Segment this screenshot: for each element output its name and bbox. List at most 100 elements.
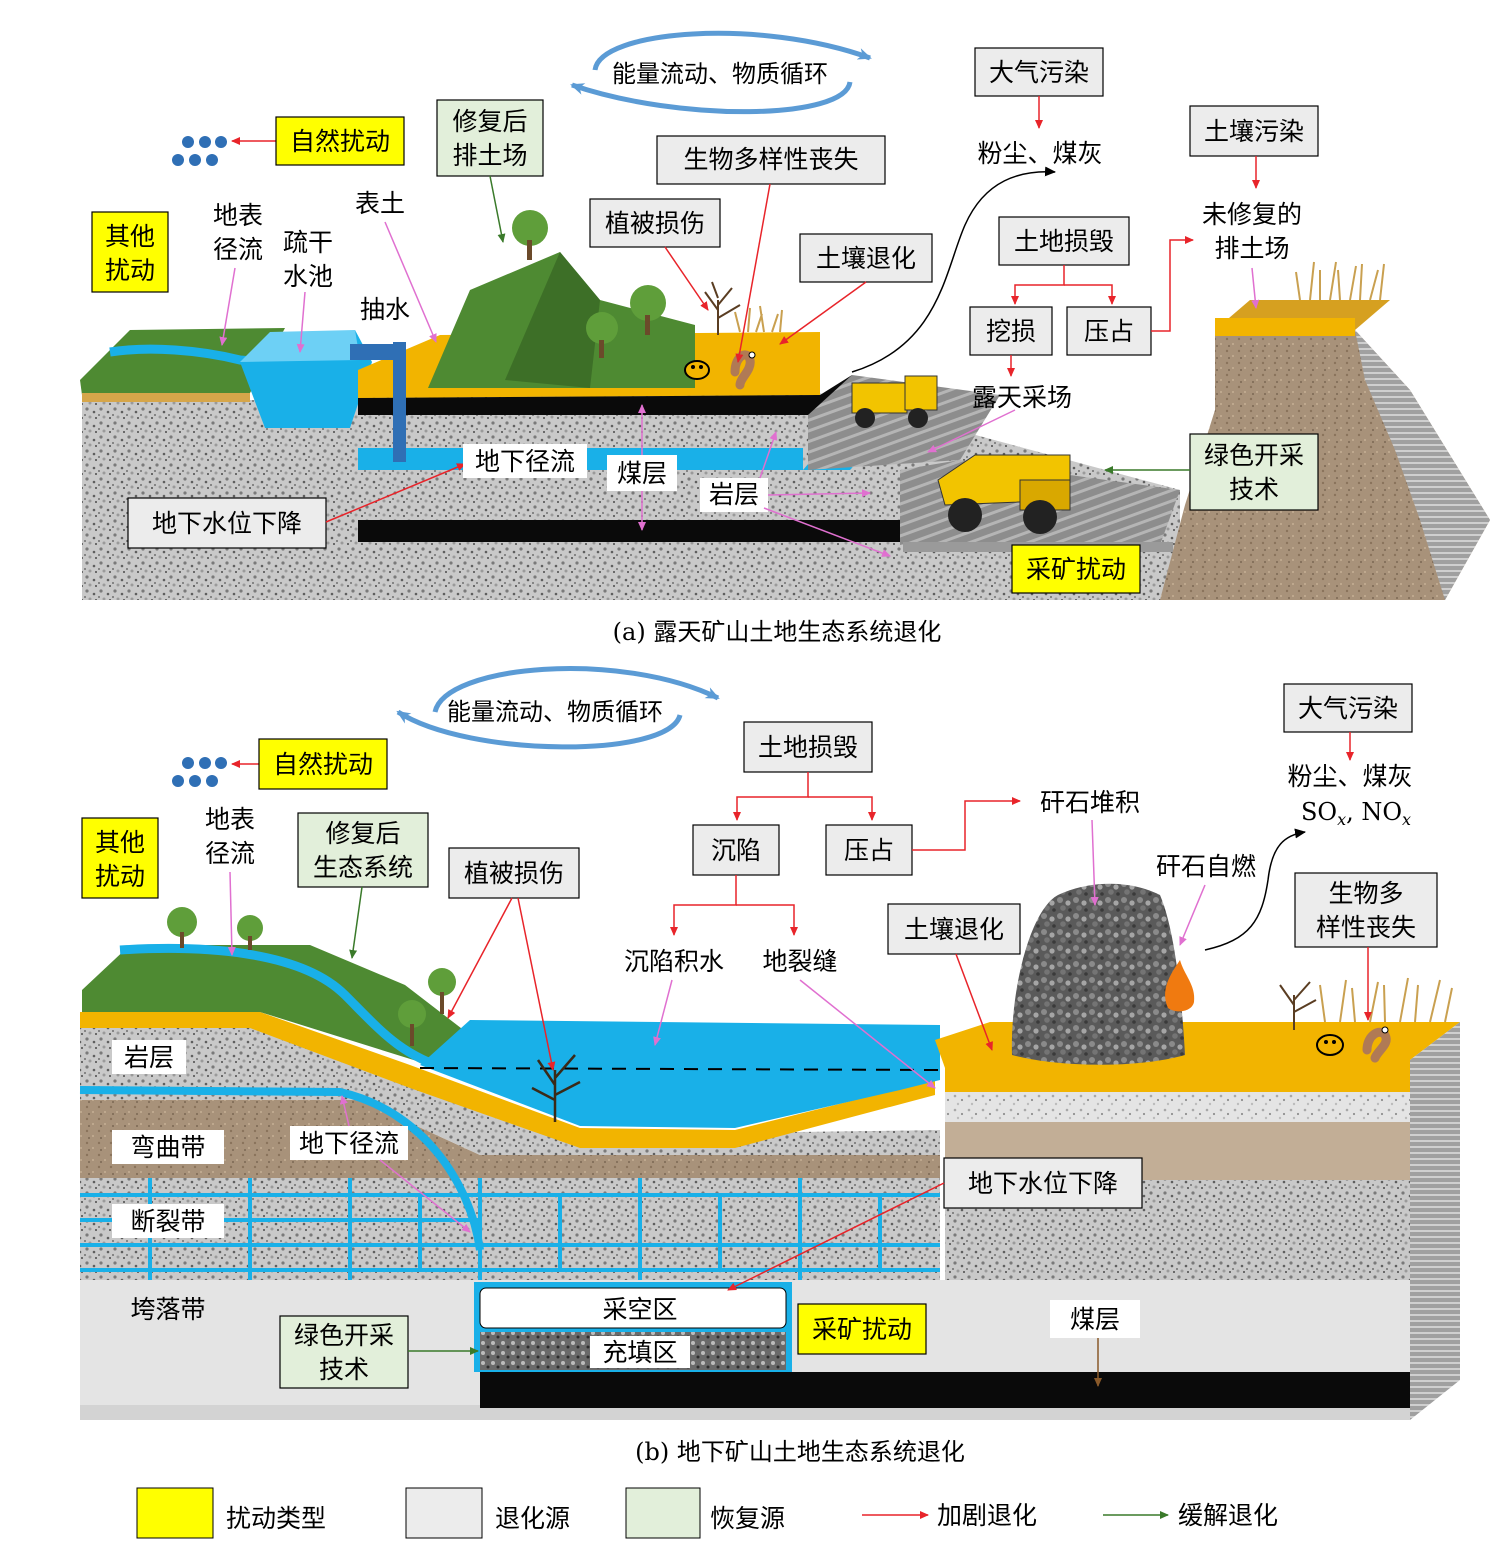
b-air-pollution-label: 大气污染: [1298, 694, 1398, 723]
b-rain-icon: [172, 757, 227, 787]
a-underground-runoff-label: 地下径流: [475, 447, 575, 476]
a-vegetation-damage-label: 植被损伤: [605, 209, 705, 238]
b-ground-fissure-label: 地裂缝: [762, 947, 837, 976]
b-restored-ecosystem-label-line-1: 修复后: [325, 819, 400, 848]
a-green-mining-label-line-2: 技术: [1229, 475, 1279, 504]
a-other-disturbance-label-line-1: 其他: [105, 222, 155, 251]
b-natural-disturbance-label: 自然扰动: [273, 750, 373, 779]
b-gangue-pile-label: 矸石堆积: [1040, 788, 1140, 817]
b-veg-pointer-1: [448, 898, 512, 1018]
b-occupation-pointer: [912, 801, 1020, 850]
a-restored-dump-label-line-1: 修复后: [452, 107, 527, 136]
a-surface-runoff-label-line-2: 径流: [213, 235, 263, 264]
a-pump-pipe-horizontal: [350, 344, 406, 360]
b-surface-runoff-label: 地表径流: [205, 805, 255, 868]
b-dust-ash-label: 粉尘、煤灰: [1287, 762, 1412, 791]
a-unrestored-dump-label-line-2: 排土场: [1214, 234, 1289, 263]
legend-mitigate-label: 缓解退化: [1178, 1501, 1278, 1530]
a-topsoil-strip-left: [82, 393, 250, 402]
a-topsoil-pointer: [385, 222, 436, 342]
b-subsidence-label: 沉陷: [711, 836, 761, 865]
a-vegetation-pointer: [665, 247, 708, 310]
a-dump-top-front: [1215, 318, 1355, 336]
a-dry-grass-icon: [735, 306, 782, 332]
a-drainage-pond-label: 疏干水池: [283, 228, 333, 291]
a-rock-layer-label: 岩层: [709, 480, 759, 509]
b-land-branch-2: [808, 797, 872, 820]
a-cycle-label: 能量流动、物质循环: [612, 60, 828, 88]
b-restored-pointer: [352, 887, 362, 958]
b-bending-zone-label: 弯曲带: [130, 1133, 205, 1162]
b-subsidence-water-label: 沉陷积水: [624, 947, 724, 976]
a-mining-disturbance-label: 采矿扰动: [1026, 555, 1126, 584]
b-bug-icon: [1317, 1035, 1343, 1055]
b-restored-ecosystem-label-line-2: 生态系统: [313, 853, 413, 882]
a-unrestored-dump-label-line-1: 未修复的: [1202, 200, 1302, 229]
a-rain-icon: [172, 136, 227, 166]
b-biodiversity-label-line-1: 生物多: [1328, 879, 1403, 908]
legend-disturbance-swatch: [137, 1488, 213, 1538]
a-restored-pointer: [490, 176, 503, 242]
b-rock-layer-label: 岩层: [124, 1043, 174, 1072]
legend-restoration-swatch: [626, 1488, 700, 1538]
b-underground-runoff-label: 地下径流: [299, 1129, 399, 1158]
a-other-disturbance-label-line-2: 扰动: [105, 256, 155, 285]
b-subsidence-branch-1: [674, 875, 736, 935]
a-soil-pollution-label: 土壤污染: [1204, 117, 1304, 146]
legend-disturbance-label: 扰动类型: [226, 1504, 326, 1533]
a-excavation-label: 挖损: [986, 317, 1036, 346]
legend-degradation-label: 退化源: [495, 1504, 570, 1533]
b-other-disturbance-label-line-2: 扰动: [95, 862, 145, 891]
panel-b: 能量流动、物质循环 自然扰动 其他扰动 地表径流 修复后生态系统 植被损伤 土地…: [80, 669, 1460, 1466]
b-sox-nox-label: SOx, NOx: [1301, 798, 1411, 829]
b-groundwater-drop-label: 地下水位下降: [968, 1169, 1118, 1198]
b-gangue-combustion-label: 矸石自燃: [1156, 852, 1256, 881]
b-green-mining-label-line-2: 技术: [319, 1355, 369, 1384]
a-surface-runoff-label: 地表径流: [213, 201, 263, 264]
a-land-damage-branch-2: [1064, 285, 1112, 304]
b-coal-seam-layer: [480, 1372, 1410, 1408]
a-groundwater-drop-label: 地下水位下降: [152, 509, 302, 538]
b-soil-degradation-label: 土壤退化: [904, 915, 1004, 944]
b-right-side: [1410, 1022, 1460, 1420]
a-occupation-label: 压占: [1084, 317, 1134, 346]
legend: 扰动类型 退化源 恢复源 加剧退化 缓解退化: [137, 1488, 1278, 1538]
a-restored-dump-label-line-2: 排土场: [452, 141, 527, 170]
a-land-damage-label: 土地损毁: [1014, 227, 1114, 256]
b-subsidence-branch-2: [736, 905, 794, 935]
b-green-mining-label-line-1: 绿色开采: [294, 1321, 394, 1350]
b-goaf-label: 采空区: [602, 1295, 677, 1324]
b-combustion-pointer: [1180, 885, 1205, 945]
b-other-disturbance-label-line-1: 其他: [95, 828, 145, 857]
a-open-pit-label: 露天采场: [972, 383, 1072, 412]
b-vegetation-damage-label: 植被损伤: [464, 859, 564, 888]
a-air-pollution-label: 大气污染: [989, 58, 1089, 87]
a-natural-disturbance-label: 自然扰动: [290, 127, 390, 156]
a-bug-icon: [685, 361, 709, 379]
a-soil-pointer: [780, 282, 866, 344]
legend-degradation-swatch: [406, 1488, 482, 1538]
b-right-rock: [945, 1092, 1410, 1122]
a-biodiversity-label: 生物多样性丧失: [683, 145, 858, 174]
a-coal-seam: [358, 520, 903, 542]
a-caption: (a) 露天矿山土地生态系统退化: [613, 618, 942, 646]
a-unrestored-dump-label: 未修复的排土场: [1202, 200, 1302, 263]
b-surface-runoff-label-line-1: 地表: [205, 805, 255, 834]
a-occupation-pointer: [1151, 240, 1193, 331]
a-soil-degradation-label: 土壤退化: [816, 244, 916, 273]
a-dead-tree-icon: [705, 282, 740, 335]
b-biodiversity-label-line-2: 样性丧失: [1316, 913, 1416, 942]
b-gangue-pile: [1012, 884, 1185, 1065]
b-runoff-pointer: [230, 872, 232, 955]
b-cycle-label: 能量流动、物质循环: [447, 698, 663, 726]
a-land-damage-branch: [1015, 265, 1064, 304]
b-backfill-label: 充填区: [602, 1338, 677, 1367]
a-pumping-label: 抽水: [360, 295, 410, 324]
legend-aggravate-label: 加剧退化: [937, 1501, 1037, 1530]
legend-restoration-label: 恢复源: [710, 1504, 785, 1533]
a-surface-runoff-label-line-1: 地表: [213, 201, 263, 230]
b-mining-disturbance-label: 采矿扰动: [812, 1315, 912, 1344]
a-coal-seam-label: 煤层: [617, 459, 667, 488]
b-occupation-label: 压占: [844, 836, 894, 865]
